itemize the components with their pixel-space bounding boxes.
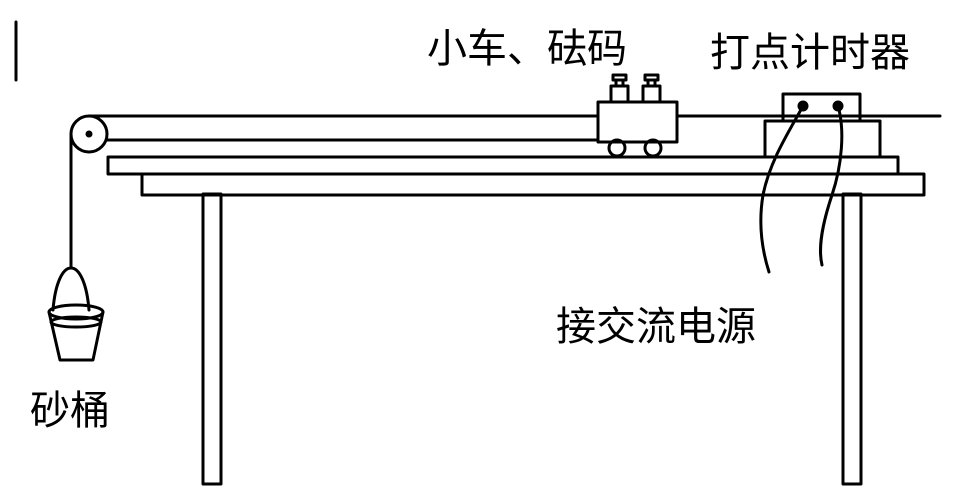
label-timer: 打点计时器 — [710, 30, 910, 76]
timer-base — [763, 119, 882, 159]
bucket-sand-line — [49, 315, 103, 329]
table-leg-left — [201, 192, 223, 486]
weight-right-knob — [643, 73, 660, 82]
bucket-body — [47, 310, 105, 362]
label-power-supply: 接交流电源 — [556, 304, 756, 350]
table-top — [140, 172, 926, 197]
label-cart-weights: 小车、砝码 — [427, 26, 627, 72]
weight-right — [641, 84, 662, 104]
weight-left — [609, 84, 630, 104]
label-sand-bucket: 砂桶 — [30, 388, 110, 434]
power-wire-right — [818, 104, 844, 267]
cart-wheel-right — [643, 138, 663, 158]
weight-left-knob — [611, 73, 628, 82]
bucket-handle — [51, 266, 91, 312]
cart-wheel-left — [607, 138, 627, 158]
cart-body — [596, 100, 679, 144]
table-leg-right — [841, 192, 863, 486]
timer-top — [781, 92, 862, 123]
pulley-axle — [85, 130, 93, 138]
power-wire-left — [759, 104, 805, 274]
track-board — [106, 155, 900, 176]
